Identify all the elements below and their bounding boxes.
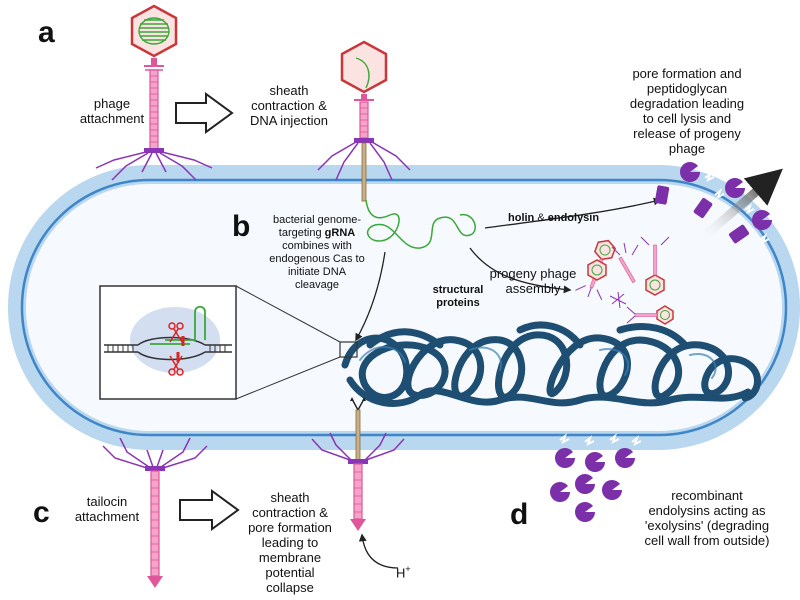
label-proton: H+ [396, 564, 411, 581]
arrow-progeny-assembly [469, 247, 572, 294]
zoom-target-box [339, 341, 358, 358]
panel-label-d: d [510, 498, 529, 531]
bacterial-chromosome-highlights [359, 346, 717, 379]
arrow-proton [358, 533, 399, 569]
tail-fibers [95, 151, 213, 181]
capsid [340, 40, 388, 94]
panel-label-a: a [38, 16, 55, 49]
progeny-phages [575, 236, 674, 325]
cas-cleavage-zoom [99, 285, 358, 400]
tail-tube [361, 142, 367, 202]
panel-label-b: b [232, 210, 251, 243]
label-grna-cleavage: bacterial genome- targeting gRNA combine… [269, 214, 365, 291]
grna-hairpin [165, 305, 206, 341]
exolysin-sparks [559, 433, 642, 446]
cell-membrane [20, 178, 788, 437]
bacterial-chromosome [341, 321, 761, 407]
injected-phage-dna [365, 199, 476, 249]
tail-fibers [102, 437, 208, 469]
arrow-holin-endolysin [484, 197, 662, 229]
tail-tube [355, 409, 361, 461]
endolysin-enzymes-exit [680, 161, 772, 230]
lysis-sparks [704, 171, 770, 244]
holin-pores [654, 185, 750, 244]
process-arrow-a [175, 92, 234, 134]
exolysin-enzymes [550, 448, 635, 522]
tailocin-free [102, 437, 208, 588]
panel-label-c: c [33, 496, 50, 529]
arrow-grna-cleavage [355, 251, 386, 342]
process-arrow-c [179, 489, 240, 531]
label-holin-endolysin: holin & endolysin [508, 212, 600, 224]
capsid [130, 4, 178, 58]
tailocin-contracted [311, 397, 405, 531]
progeny-release-arrow [697, 168, 783, 244]
phage-injecting [317, 40, 411, 202]
scissors-icon [168, 322, 184, 376]
phage-free [95, 4, 213, 181]
phage-dna [138, 17, 170, 45]
